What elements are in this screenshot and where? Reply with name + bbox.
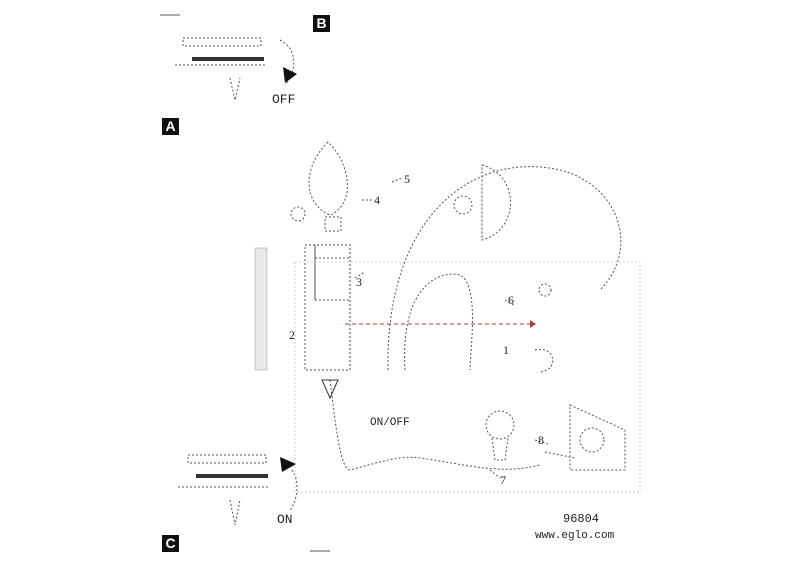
switch-teeth bbox=[192, 57, 268, 478]
off-label: OFF bbox=[272, 92, 296, 107]
on-off-label: ON/OFF bbox=[370, 417, 410, 429]
callout-4: 4 bbox=[374, 193, 380, 207]
laser-arrow-icon bbox=[530, 320, 536, 328]
mount-icon bbox=[321, 379, 339, 400]
website-text: www.eglo.com bbox=[535, 530, 615, 542]
wall-hatching bbox=[254, 247, 268, 371]
panel-label-a: A bbox=[162, 118, 179, 135]
callout-5: 5 bbox=[404, 172, 410, 186]
model-number: 96804 bbox=[563, 512, 600, 526]
callout-1: 1 bbox=[503, 343, 509, 357]
panel-label-b: B bbox=[313, 15, 330, 32]
on-label: ON bbox=[277, 512, 293, 527]
switch-detail-bottom bbox=[178, 454, 330, 552]
callout-6: 6 bbox=[508, 293, 514, 307]
callout-2: 2 bbox=[289, 328, 295, 342]
switch-detail-top bbox=[160, 14, 295, 101]
callout-7: 7 bbox=[500, 473, 506, 487]
off-arrow-icon bbox=[283, 67, 297, 83]
callout-8: 8 bbox=[538, 433, 544, 447]
callout-3: 3 bbox=[356, 275, 362, 289]
on-arrow-icon bbox=[280, 457, 296, 472]
panel-label-c: C bbox=[162, 535, 179, 552]
